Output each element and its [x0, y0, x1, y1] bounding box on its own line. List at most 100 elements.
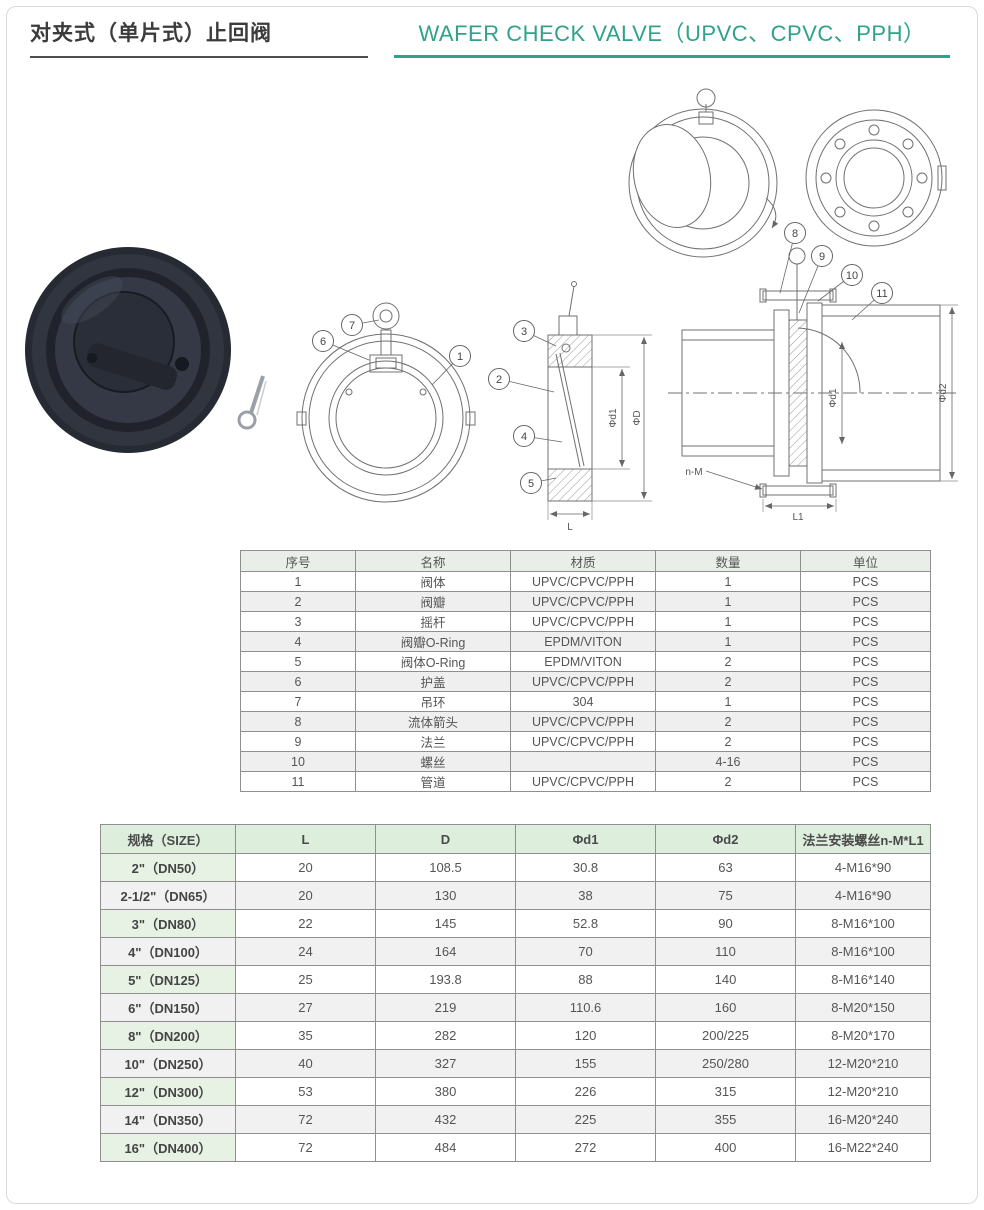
callout-11: 11: [851, 282, 893, 321]
table-cell: 阀体: [355, 571, 511, 592]
valve-product-photo: [25, 247, 231, 453]
svg-text:6: 6: [320, 336, 326, 348]
table-cell: 315: [655, 1077, 796, 1106]
table-cell: 16"（DN400）: [100, 1133, 236, 1162]
svg-text:9: 9: [819, 251, 825, 263]
table-cell: 484: [375, 1133, 516, 1162]
table-cell: 8-M16*100: [795, 909, 931, 938]
table-cell: PCS: [800, 691, 931, 712]
table-cell: 8-M16*140: [795, 965, 931, 994]
table-cell: 327: [375, 1049, 516, 1078]
table-cell: UPVC/CPVC/PPH: [510, 731, 656, 752]
table-cell: UPVC/CPVC/PPH: [510, 611, 656, 632]
table-cell: PCS: [800, 611, 931, 632]
dim-label-L: L: [567, 522, 573, 533]
table-cell: UPVC/CPVC/PPH: [510, 711, 656, 732]
table-cell: 130: [375, 881, 516, 910]
table-cell: 145: [375, 909, 516, 938]
table-cell: PCS: [800, 651, 931, 672]
table-cell: 管道: [355, 771, 511, 792]
table-cell: 140: [655, 965, 796, 994]
table-cell: 1: [655, 591, 801, 612]
svg-text:8: 8: [792, 228, 798, 240]
table-cell: 304: [510, 691, 656, 712]
table-cell: 11: [240, 771, 356, 792]
column-header: Φd2: [655, 824, 796, 854]
table-cell: 3: [240, 611, 356, 632]
table-cell: 1: [240, 571, 356, 592]
table-cell: UPVC/CPVC/PPH: [510, 571, 656, 592]
table-cell: 2"（DN50）: [100, 853, 236, 882]
table-cell: 20: [235, 853, 376, 882]
dim-label-phi-D: ΦD: [632, 410, 643, 425]
dim-label-L1: L1: [792, 512, 804, 523]
table-cell: 流体箭头: [355, 711, 511, 732]
column-header: 单位: [800, 550, 931, 572]
table-cell: 226: [515, 1077, 656, 1106]
table-cell: 250/280: [655, 1049, 796, 1078]
dim-label-phi-d2: Φd2: [938, 383, 949, 403]
table-cell: 90: [655, 909, 796, 938]
iso-view-flange: [805, 109, 947, 247]
callout-9: 9: [798, 245, 833, 314]
table-cell: PCS: [800, 571, 931, 592]
table-cell: 380: [375, 1077, 516, 1106]
table-cell: 272: [515, 1133, 656, 1162]
dim-label-phi-d1: Φd1: [608, 408, 619, 428]
svg-text:2: 2: [496, 374, 502, 386]
table-cell: 2: [240, 591, 356, 612]
table-cell: 阀瓣: [355, 591, 511, 612]
callout-6: 6: [312, 330, 370, 361]
column-header: 材质: [510, 550, 656, 572]
table-cell: 72: [235, 1133, 376, 1162]
table-cell: EPDM/VITON: [510, 651, 656, 672]
column-header: 法兰安装螺丝n-M*L1: [795, 824, 931, 854]
table-cell: 40: [235, 1049, 376, 1078]
table-cell: PCS: [800, 771, 931, 792]
dim-label-n-M: n-M: [685, 467, 702, 478]
callout-1: 1: [431, 345, 471, 386]
table-cell: 2: [655, 711, 801, 732]
spec-table: 规格（SIZE） L D Φd1 Φd2 法兰安装螺丝n-M*L1 2"（DN5…: [100, 824, 931, 1162]
table-cell: 25: [235, 965, 376, 994]
svg-text:5: 5: [528, 478, 534, 490]
table-cell: [510, 751, 656, 772]
callout-3: 3: [513, 320, 557, 347]
table-cell: 10"（DN250）: [100, 1049, 236, 1078]
table-cell: 2-1/2"（DN65）: [100, 881, 236, 910]
column-header: 名称: [355, 550, 511, 572]
table-cell: 2: [655, 771, 801, 792]
table-cell: 9: [240, 731, 356, 752]
svg-text:1: 1: [457, 351, 463, 363]
table-cell: EPDM/VITON: [510, 631, 656, 652]
svg-text:4: 4: [521, 431, 527, 443]
table-cell: UPVC/CPVC/PPH: [510, 591, 656, 612]
table-cell: 1: [655, 631, 801, 652]
table-cell: 24: [235, 937, 376, 966]
callout-5: 5: [520, 472, 557, 494]
table-cell: 法兰: [355, 731, 511, 752]
table-cell: UPVC/CPVC/PPH: [510, 671, 656, 692]
table-cell: 6"（DN150）: [100, 993, 236, 1022]
table-cell: 5: [240, 651, 356, 672]
column-header: D: [375, 824, 516, 854]
table-cell: 72: [235, 1105, 376, 1134]
dim-label-phi-d1-install: Φd1: [828, 388, 839, 408]
pin-photo: [237, 375, 267, 430]
table-cell: 7: [240, 691, 356, 712]
table-cell: 193.8: [375, 965, 516, 994]
table-cell: 8-M20*170: [795, 1021, 931, 1050]
parts-table-header: 序号 名称 材质 数量 单位: [240, 550, 931, 572]
column-header: L: [235, 824, 376, 854]
table-cell: 53: [235, 1077, 376, 1106]
